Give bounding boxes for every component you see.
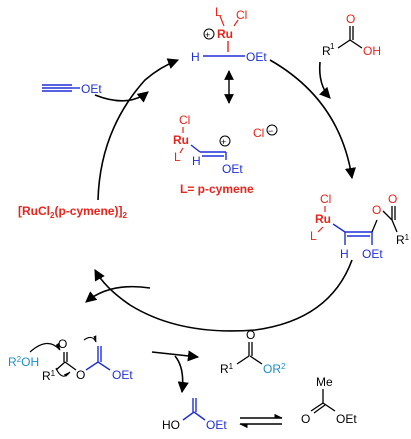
ester-o2-label: O: [76, 368, 85, 382]
catalyst-label: [RuCl2(p-cymene)]2: [18, 204, 127, 220]
right-ru-label: Ru: [315, 212, 331, 226]
product-o-label: O: [246, 328, 255, 342]
acid-r-superscript: 1: [330, 42, 335, 51]
right-oet-label: OEt: [362, 247, 383, 261]
ester-r-label: R1: [42, 369, 56, 383]
arc-top-right: [269, 59, 356, 180]
arrow-to-enol: [174, 355, 189, 394]
arc-alkyne-in: [94, 91, 149, 103]
ester-product: R1 O OR2: [220, 328, 286, 376]
acetate-o-label: O: [301, 412, 310, 426]
right-carbonyl-o: O: [388, 192, 397, 206]
mid-oet-label: OEt: [222, 162, 243, 176]
top-oet-label: OEt: [246, 50, 267, 64]
carbene-complex: Cl Ru L H + OEt Cl −: [173, 113, 278, 176]
ethoxyacetylene: OEt: [42, 82, 102, 96]
enol-product: HO OEt: [162, 398, 227, 432]
acid-oh-label: OH: [363, 44, 381, 58]
top-ru-label: Ru: [217, 27, 233, 41]
enol-ester-step: R2OH O R1 O OEt: [8, 335, 133, 383]
top-plus-charge: [203, 28, 215, 40]
arrow-to-ester: [151, 350, 200, 362]
attack-arrow: [29, 342, 61, 353]
acid-r-label: R: [322, 44, 331, 58]
mid-minus-charge: [266, 124, 278, 136]
alkyne-oet-label: OEt: [81, 82, 102, 96]
ligand-note: L= p-cymene: [180, 182, 254, 196]
arc-bottom-right: [94, 259, 353, 332]
mid-ru-label: Ru: [173, 133, 189, 147]
product-or-label: OR2: [263, 362, 286, 376]
cycle-arrows: [85, 58, 356, 332]
arc-left-up: [97, 58, 180, 201]
arc-release: [85, 285, 151, 303]
top-cl-label: Cl: [236, 8, 247, 22]
mid-cl-anion-label: Cl: [253, 126, 264, 140]
enol-oet-label: OEt: [206, 418, 227, 432]
vinyl-ester-complex: Cl Ru L H OEt O O R1: [310, 192, 410, 261]
r2oh-label: R2OH: [8, 355, 39, 369]
right-r-label: R1: [396, 233, 410, 247]
vinylidene-complex: L Cl + Ru H OEt: [191, 5, 267, 64]
acetate-me-label: Me: [316, 375, 333, 389]
product-arrows: [151, 350, 200, 394]
product-r-label: R1: [220, 362, 234, 376]
svg-text:+: +: [221, 137, 226, 147]
right-cl-label: Cl: [320, 192, 331, 206]
right-ester-o: O: [372, 203, 381, 217]
top-h-label: H: [191, 50, 200, 64]
ester-o-label: O: [58, 337, 67, 351]
svg-text:+: +: [205, 30, 210, 40]
mid-l-label: L: [174, 150, 181, 164]
top-l-label: L: [215, 5, 222, 19]
mid-plus-charge: [219, 135, 231, 147]
equilibrium-arrows: [239, 413, 283, 429]
ester-oet-label: OEt: [112, 368, 133, 382]
right-l-label: L: [310, 229, 317, 243]
enol-ho-label: HO: [162, 418, 180, 432]
carboxylic-acid: [337, 26, 363, 49]
svg-text:−: −: [268, 126, 273, 136]
mid-h-label: H: [192, 154, 201, 168]
mid-cl-label: Cl: [179, 113, 190, 127]
ethyl-acetate: Me O OEt: [301, 375, 357, 426]
acetate-oet-label: OEt: [336, 412, 357, 426]
arc-acid-in: [318, 61, 331, 99]
right-h-label: H: [340, 247, 349, 261]
acid-carbonyl-o: O: [346, 12, 355, 26]
